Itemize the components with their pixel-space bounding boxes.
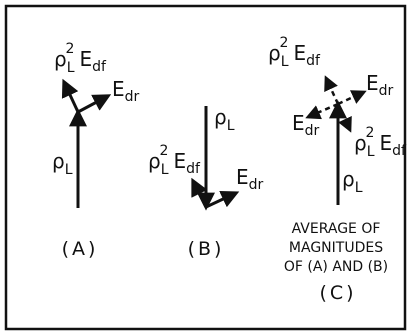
panel-c-edr-left-arrow (305, 102, 339, 120)
panel-c-caption-line-1: AVERAGE OF (292, 221, 381, 237)
panel-c-edr-up-arrow (337, 90, 367, 106)
panel-b-rho-label: ρL (214, 105, 235, 134)
panel-b-caption: (B) (188, 238, 225, 260)
panel-c-caption-line-3: OF (A) AND (B) (284, 259, 388, 275)
panel-c-caption-line-2: MAGNITUDES (289, 240, 383, 256)
panel-a-caption: (A) (62, 238, 99, 260)
panel-b-edr-arrow (205, 190, 240, 209)
panel-c-edr-left-label: Edr (292, 111, 320, 139)
panel-a-edr-arrow (77, 94, 112, 114)
panel-c-rho-label: ρL (342, 167, 363, 196)
panel-b-edr-label: Edr (236, 165, 264, 193)
panel-a-rho-label: ρL (52, 149, 73, 178)
panel-c-edr-top-label: Edr (366, 71, 394, 99)
panel-b-edf-arrow (191, 177, 208, 208)
panel-a-edf-arrow (61, 78, 80, 113)
panel-c-edf-down-arrow (336, 103, 352, 133)
panel-c-edf-up-arrow (324, 75, 340, 105)
figure-border (4, 4, 407, 331)
panel-a-edr-label: Edr (112, 77, 140, 105)
panel-c-caption: (C) (319, 282, 356, 304)
